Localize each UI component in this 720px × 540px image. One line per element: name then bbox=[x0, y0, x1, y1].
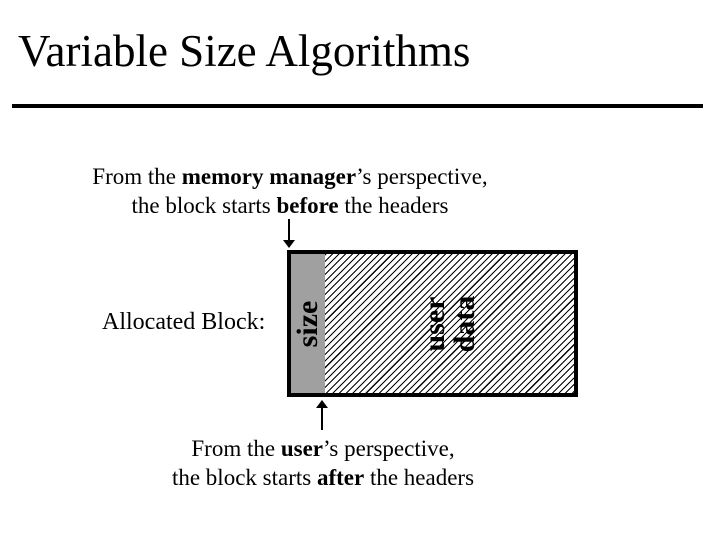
title-divider bbox=[12, 104, 703, 108]
top-caption: From the memory manager’s perspective, t… bbox=[0, 162, 580, 220]
allocated-block-diagram: size user data bbox=[287, 250, 578, 397]
top-caption-line2: the block starts before the headers bbox=[131, 193, 449, 218]
user-data-cell: user data bbox=[325, 254, 574, 393]
bottom-caption: From the user’s perspective, the block s… bbox=[33, 434, 613, 492]
bottom-caption-line1: From the user’s perspective, bbox=[191, 436, 455, 461]
page-title: Variable Size Algorithms bbox=[18, 26, 471, 76]
allocated-block-label: Allocated Block: bbox=[102, 309, 266, 335]
down-arrow-head bbox=[283, 240, 295, 248]
size-header-label: size bbox=[291, 300, 324, 347]
up-arrow-shaft bbox=[321, 408, 323, 430]
down-arrow-icon bbox=[283, 219, 295, 248]
up-arrow-icon bbox=[316, 400, 328, 430]
up-arrow-head bbox=[316, 400, 328, 408]
user-data-label: user data bbox=[417, 295, 481, 352]
top-caption-line1: From the memory manager’s perspective, bbox=[92, 164, 488, 189]
size-header-cell: size bbox=[291, 254, 325, 393]
bottom-caption-line2: the block starts after the headers bbox=[171, 465, 475, 490]
down-arrow-shaft bbox=[288, 219, 290, 240]
